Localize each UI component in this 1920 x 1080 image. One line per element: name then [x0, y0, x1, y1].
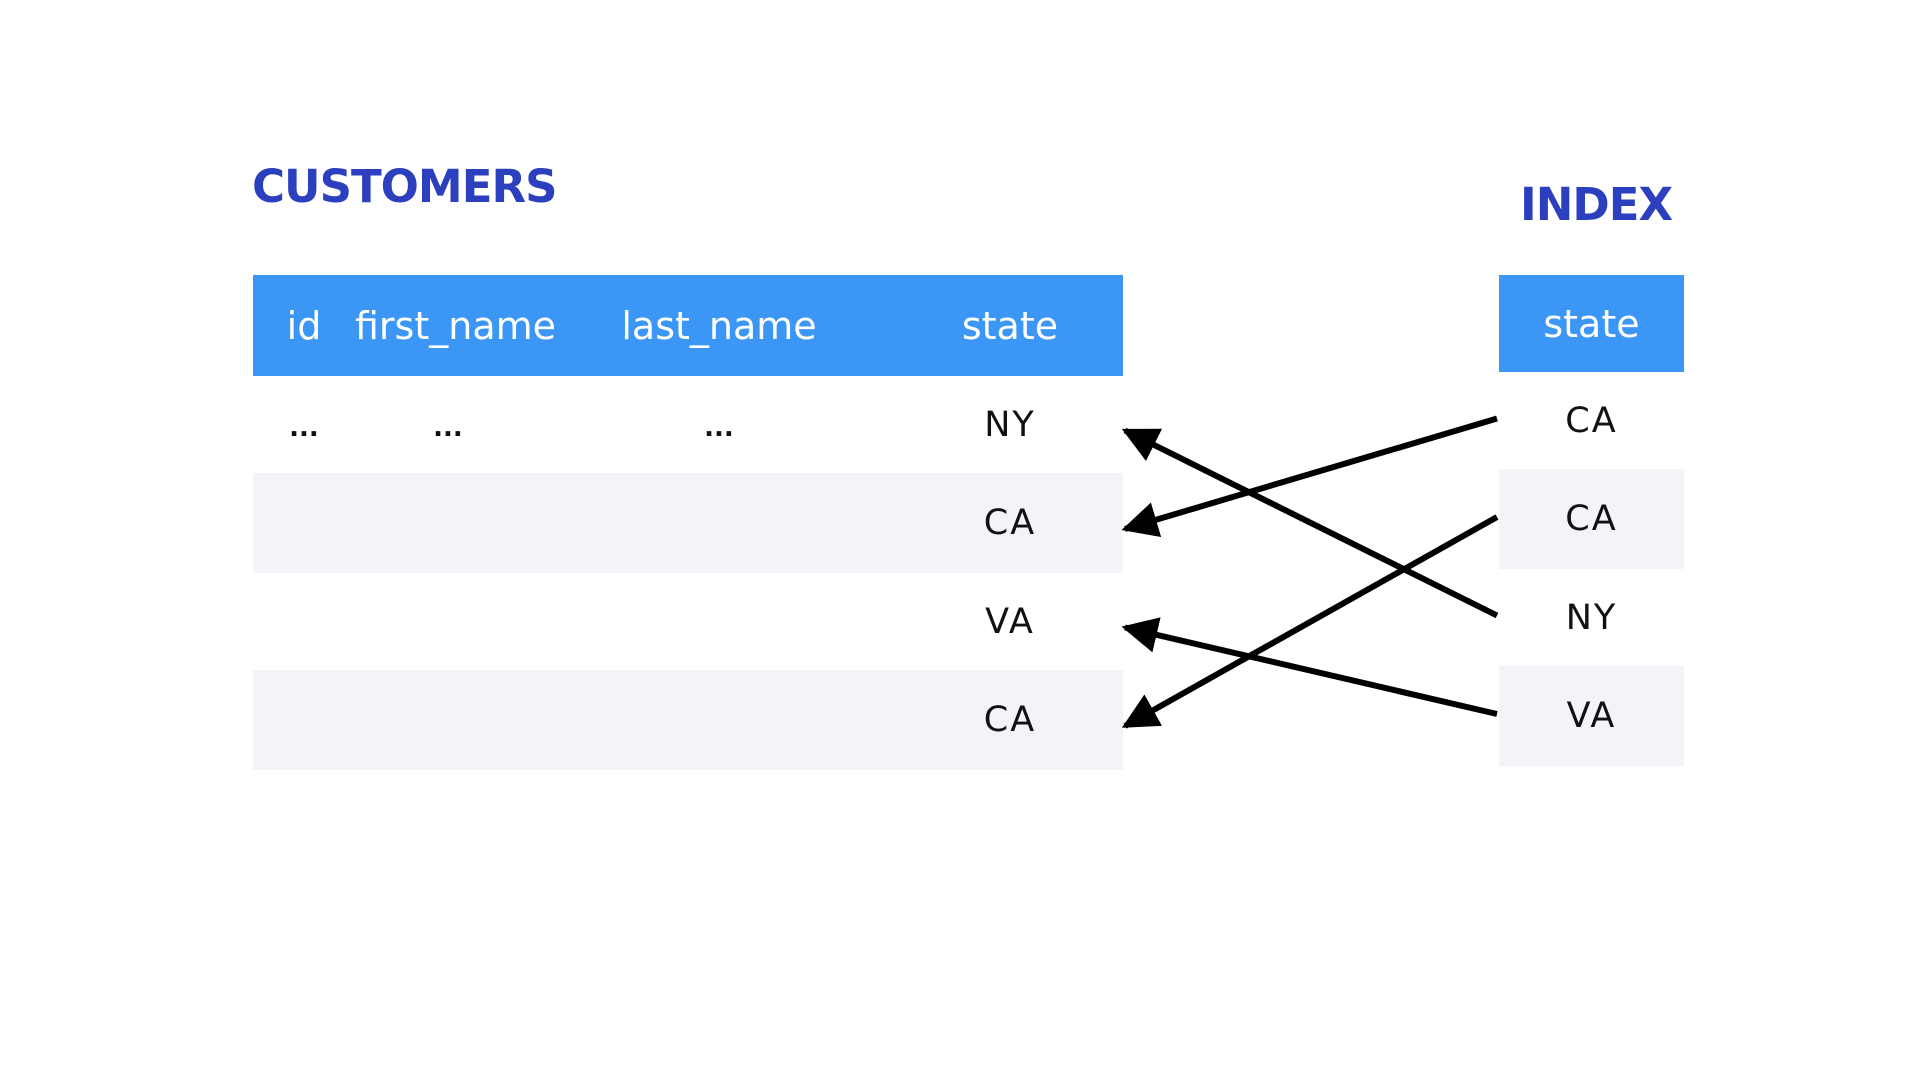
- pointer-arrow-2: [1121, 514, 1499, 729]
- index-header-row: state: [1499, 275, 1684, 372]
- customers-title: CUSTOMERS: [252, 160, 558, 213]
- pointer-arrow-4: [1121, 617, 1498, 717]
- customer-cell-state: CA: [983, 700, 1037, 740]
- index-column-header-state: state: [1543, 301, 1640, 346]
- customer-cell-state: NY: [984, 404, 1036, 445]
- customer-cell-id: ...: [289, 412, 319, 443]
- index-row-1: CA: [1499, 372, 1684, 469]
- column-header-first-name: first_name: [355, 303, 557, 348]
- column-header-last-name: last_name: [621, 303, 817, 348]
- customers-table: id first_name last_name state ... ... ..…: [253, 275, 1123, 770]
- customer-cell-state: VA: [985, 601, 1035, 642]
- index-cell-state: NY: [1565, 597, 1618, 638]
- pointer-arrow-3: [1121, 427, 1499, 619]
- customer-row-2: CA: [253, 473, 1123, 573]
- customer-cell-first-name: ...: [433, 412, 463, 443]
- index-cell-state: CA: [1565, 499, 1618, 539]
- column-header-state: state: [961, 303, 1059, 348]
- index-row-4: VA: [1499, 666, 1684, 766]
- column-header-id: id: [286, 303, 322, 348]
- pointer-arrow-1: [1121, 415, 1498, 538]
- index-cell-state: VA: [1566, 696, 1617, 736]
- index-table: state CA CA NY VA: [1499, 275, 1684, 766]
- index-row-3: NY: [1499, 569, 1684, 666]
- index-row-2: CA: [1499, 469, 1684, 569]
- customer-cell-last-name: ...: [704, 412, 734, 443]
- customer-cell-state: CA: [983, 503, 1037, 543]
- customer-row-3: VA: [253, 573, 1123, 670]
- customers-header-row: id first_name last_name state: [253, 275, 1123, 376]
- customer-row-4: CA: [253, 670, 1123, 770]
- customer-row-1: ... ... ... NY: [253, 376, 1123, 473]
- index-title: INDEX: [1520, 178, 1673, 231]
- index-cell-state: CA: [1565, 400, 1618, 441]
